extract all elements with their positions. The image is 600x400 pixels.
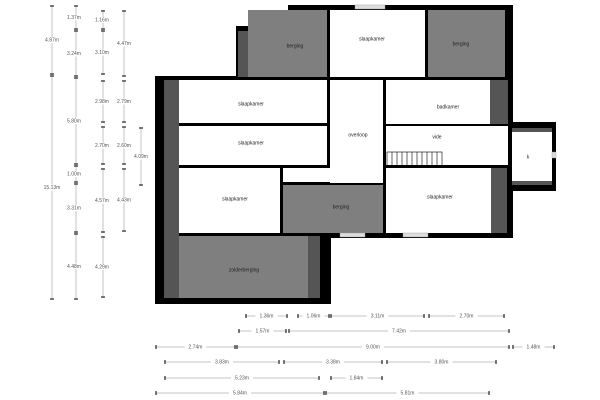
room-vide [386, 126, 508, 165]
dimension-label: 9.00m [366, 344, 380, 350]
room-k [512, 132, 552, 181]
dimension-label: 2.98m [95, 99, 109, 105]
dimension-label: 15.13m [44, 185, 61, 191]
room-label-slaapkamer-right: slaapkamer [427, 194, 453, 200]
dimension-label: 1.37m [67, 15, 81, 21]
room-berging-center [283, 185, 383, 233]
windows [339, 4, 557, 238]
dimension-label: 2.60m [117, 143, 131, 149]
room-label-berging-center: berging [333, 204, 350, 210]
room-slaapkamer-right [386, 168, 491, 233]
dimension-label: 2.74m [189, 344, 203, 350]
dimension-label: 3.24m [67, 51, 81, 57]
dimension-label: 3.31m [67, 205, 81, 211]
dimension-label: 4.29m [95, 264, 109, 270]
room-slaapkamer-top [330, 10, 425, 77]
room-berging-top-right [428, 10, 505, 77]
room-label-badkamer: badkamer [437, 104, 460, 110]
stairs [386, 151, 443, 167]
dimension-label: 5.81m [401, 390, 415, 396]
dimension-label: 1.84m [350, 375, 364, 381]
dimension-label: 7.42m [392, 328, 406, 334]
room-label-berging-top-right: berging [453, 41, 470, 47]
room-label-slaapkamer-2: slaapkamer [238, 140, 264, 146]
dimension-label: 4.57m [95, 198, 109, 204]
dimension-label: 5.80m [67, 118, 81, 124]
room-label-overloop: overloop [348, 132, 367, 138]
room-zolderberging [179, 236, 308, 298]
room-slaapkamer-left [179, 168, 280, 233]
dimension-label: 5.23m [235, 375, 249, 381]
dimension-label: 4.47m [117, 41, 131, 47]
dimension-label: 1.16m [95, 17, 109, 23]
dimension-label: 1.00m [67, 171, 81, 177]
dimension-label: 3.80m [435, 359, 449, 365]
room-slaapkamer-1 [179, 80, 327, 123]
dimension-label: 3.11m [371, 313, 385, 319]
dimension-label: 4.87m [45, 37, 59, 43]
dimension-label: 4.43m [117, 197, 131, 203]
room-slaapkamer-2 [179, 126, 327, 165]
dimension-label: 1.48m [527, 344, 541, 350]
room-label-vide: vide [432, 134, 441, 140]
room-label-zolderberging: zolderberging [229, 267, 260, 273]
room-label-slaapkamer-1: slaapkamer [238, 101, 264, 107]
dimension-label: 1.36m [260, 313, 274, 319]
dimension-label: 1.57m [256, 328, 270, 334]
dimension-lines: 4.87m 15.13m 1.37m 3.24m 5.80m 1.00m 3.31m 4.48… [42, 5, 555, 396]
room-overloop [330, 80, 383, 183]
room-badkamer [386, 80, 490, 124]
dimension-label: 2.70m [95, 143, 109, 149]
dimension-label: 3.83m [215, 359, 229, 365]
room-berging-top-left [248, 10, 327, 77]
dimension-label: 3.38m [326, 359, 340, 365]
dimension-label: 2.70m [460, 313, 474, 319]
room-label-berging-top-left: berging [287, 43, 304, 49]
dimension-label: 5.84m [233, 390, 247, 396]
dimension-label: 3.10m [95, 50, 109, 56]
dimension-label: 4.48m [67, 264, 81, 270]
dimension-label: 4.09m [134, 154, 148, 160]
room-label-slaapkamer-top: slaapkamer [359, 36, 385, 42]
hatched-roof-areas [164, 31, 552, 298]
dimension-label: 1.06m [307, 313, 321, 319]
room-label-k: k [527, 154, 530, 160]
room-label-slaapkamer-left: slaapkamer [222, 196, 248, 202]
dimension-label: 2.79m [117, 99, 131, 105]
